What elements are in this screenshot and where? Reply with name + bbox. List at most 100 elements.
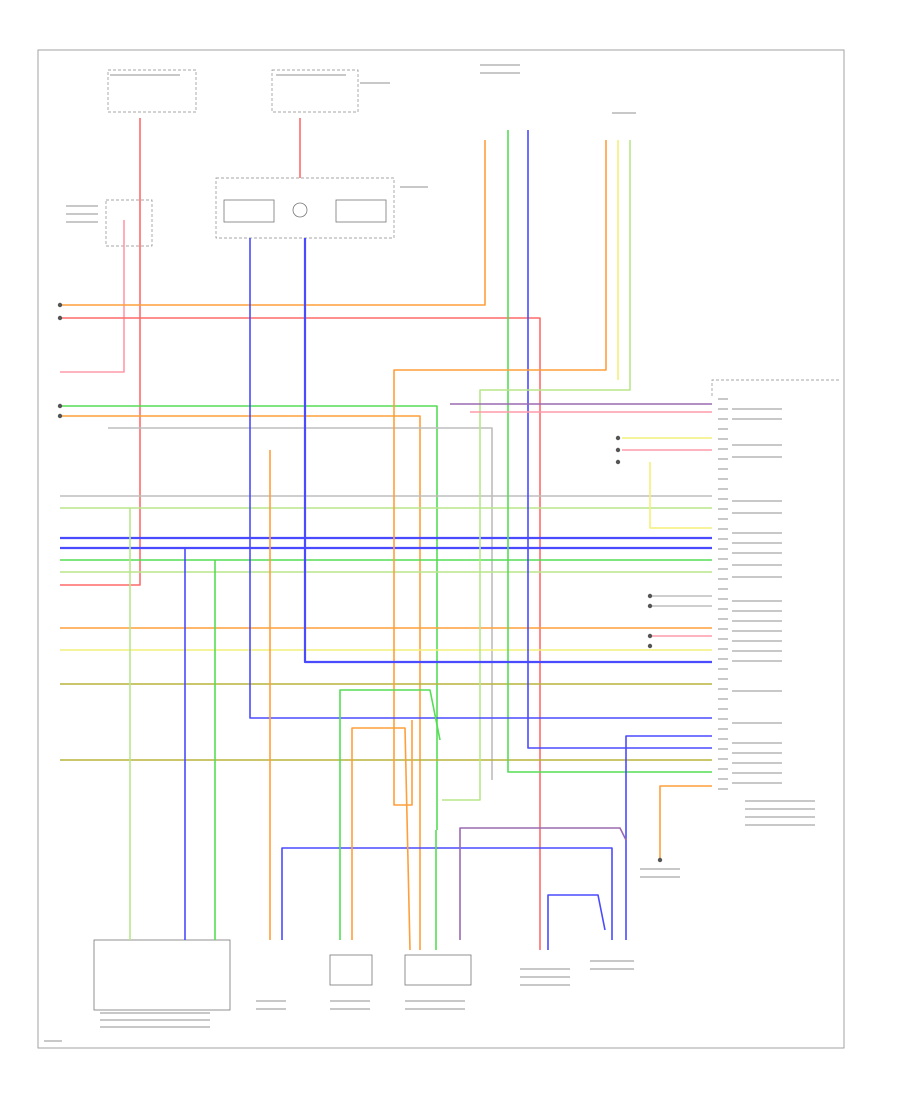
wire-red-top [60, 317, 541, 950]
label-mark [520, 968, 570, 970]
component-box-bottom-left [93, 939, 231, 1011]
label-mark [718, 788, 728, 790]
label-mark [520, 976, 570, 978]
label-mark [718, 698, 728, 700]
label-mark [718, 398, 728, 400]
label-mark [718, 748, 728, 750]
label-mark [400, 186, 428, 188]
label-mark [44, 1040, 62, 1042]
label-mark [745, 800, 815, 802]
wire-red-fuse-left [60, 118, 141, 586]
label-mark [66, 213, 98, 215]
label-mark [718, 528, 728, 530]
label-mark [66, 205, 98, 207]
label-mark [718, 758, 728, 760]
label-mark [718, 738, 728, 740]
label-mark [100, 1026, 210, 1028]
pin-dot [57, 413, 63, 419]
label-mark [718, 668, 728, 670]
label-mark [66, 221, 98, 223]
label-mark [732, 552, 782, 554]
pin-dot [57, 302, 63, 308]
label-mark [330, 1008, 370, 1010]
label-mark [718, 508, 728, 510]
label-mark [732, 630, 782, 632]
label-mark [718, 688, 728, 690]
label-mark [718, 538, 728, 540]
pin-dot [57, 315, 63, 321]
wire-green-sensor-d [442, 140, 631, 801]
wire-group [60, 118, 712, 951]
label-mark [718, 648, 728, 650]
control-module-inner-left [223, 199, 275, 223]
wire-blue-ecm-3 [249, 238, 712, 719]
label-mark [718, 728, 728, 730]
wire-blue-sensor-b [527, 130, 712, 749]
label-mark [732, 762, 782, 764]
label-mark [732, 418, 782, 420]
label-mark [718, 638, 728, 640]
pin-dot [647, 603, 653, 609]
label-mark [276, 74, 346, 76]
wire-orange-2 [60, 415, 421, 950]
wire-yellow-loop [649, 462, 712, 529]
pin-dot [615, 447, 621, 453]
label-mark [732, 752, 782, 754]
label-mark [732, 444, 782, 446]
label-mark [100, 1019, 210, 1021]
label-mark [718, 598, 728, 600]
label-mark [612, 112, 636, 114]
wire-blue-bottom-right [547, 894, 606, 950]
label-mark [718, 578, 728, 580]
control-module-motor-symbol [292, 202, 308, 218]
label-mark [640, 876, 680, 878]
label-mark [718, 518, 728, 520]
label-mark [718, 428, 728, 430]
label-mark [732, 610, 782, 612]
label-mark [745, 816, 815, 818]
label-mark [732, 660, 782, 662]
label-mark [718, 468, 728, 470]
label-mark [732, 772, 782, 774]
label-mark [718, 718, 728, 720]
label-mark [718, 558, 728, 560]
label-mark [732, 690, 782, 692]
label-mark [640, 868, 680, 870]
label-mark [718, 778, 728, 780]
control-module-box [215, 177, 395, 239]
label-mark [480, 64, 520, 66]
label-mark [732, 620, 782, 622]
component-box-bottom-center [404, 954, 472, 986]
label-mark [718, 438, 728, 440]
pin-dot [57, 403, 63, 409]
wire-pink-relay-left [60, 220, 125, 373]
label-mark [732, 576, 782, 578]
pin-group [57, 302, 663, 863]
wire-purple-bottom [459, 827, 627, 940]
label-mark [732, 500, 782, 502]
label-mark [256, 1000, 286, 1002]
wire-orange-ecm-out [659, 785, 712, 860]
label-mark [405, 1000, 465, 1002]
label-mark [405, 1008, 465, 1010]
fuse-box-center [271, 69, 359, 113]
label-mark [718, 658, 728, 660]
label-mark [732, 512, 782, 514]
label-mark [718, 458, 728, 460]
label-mark [732, 600, 782, 602]
pin-dot [657, 857, 663, 863]
control-module-inner-right [335, 199, 387, 223]
wire-blue-ecm-4 [625, 735, 712, 940]
label-mark [100, 1012, 210, 1014]
label-mark [718, 408, 728, 410]
label-mark [718, 618, 728, 620]
label-mark [732, 742, 782, 744]
component-box-bottom-mid [329, 954, 373, 986]
label-mark [256, 1008, 286, 1010]
label-mark [732, 650, 782, 652]
wire-orange-top [60, 140, 486, 306]
label-mark [590, 968, 634, 970]
label-mark [732, 564, 782, 566]
label-mark [718, 488, 728, 490]
label-mark [732, 542, 782, 544]
